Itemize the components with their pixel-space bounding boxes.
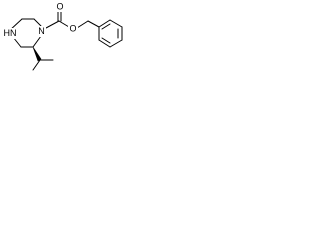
bond-n1-carbonyl-c	[45, 20, 60, 29]
atom-label-o-carbonyl: O	[56, 1, 63, 11]
benzene-bond-2	[109, 19, 123, 28]
o-ester-label-bg	[68, 24, 78, 34]
benzene-bond-1	[98, 19, 111, 28]
hn-label-bg	[2, 28, 18, 39]
bond-ch2-phenyl	[87, 20, 100, 28]
atom-labels: HN N O O	[2, 1, 78, 39]
benzene-bond-4	[109, 39, 123, 48]
n1-label-bg	[37, 26, 46, 37]
bond-n1-c2	[32, 35, 42, 48]
benzene-bond-5	[98, 39, 111, 48]
bond-o-ch2	[76, 20, 89, 29]
bond-isopropyl-left	[32, 59, 41, 71]
bond-top-n1	[33, 18, 42, 27]
bond-carbonyl-o-ester	[58, 20, 70, 28]
benzene-inner-bond-1	[101, 23, 111, 30]
chemical-structure-diagram: HN N O O	[2, 1, 123, 71]
atom-label-n: N	[38, 26, 45, 36]
o-carbonyl-label-bg	[55, 2, 65, 12]
atom-label-hn: HN	[4, 28, 17, 38]
stereo-wedge-bond	[32, 46, 42, 62]
benzene-ring	[98, 19, 123, 48]
structure-canvas: HN N O O	[0, 0, 153, 79]
benzene-inner-bond-3	[101, 37, 111, 44]
atom-label-o-ester: O	[69, 23, 76, 33]
piperazine-ring	[8, 18, 42, 48]
isopropyl-group	[32, 46, 54, 71]
